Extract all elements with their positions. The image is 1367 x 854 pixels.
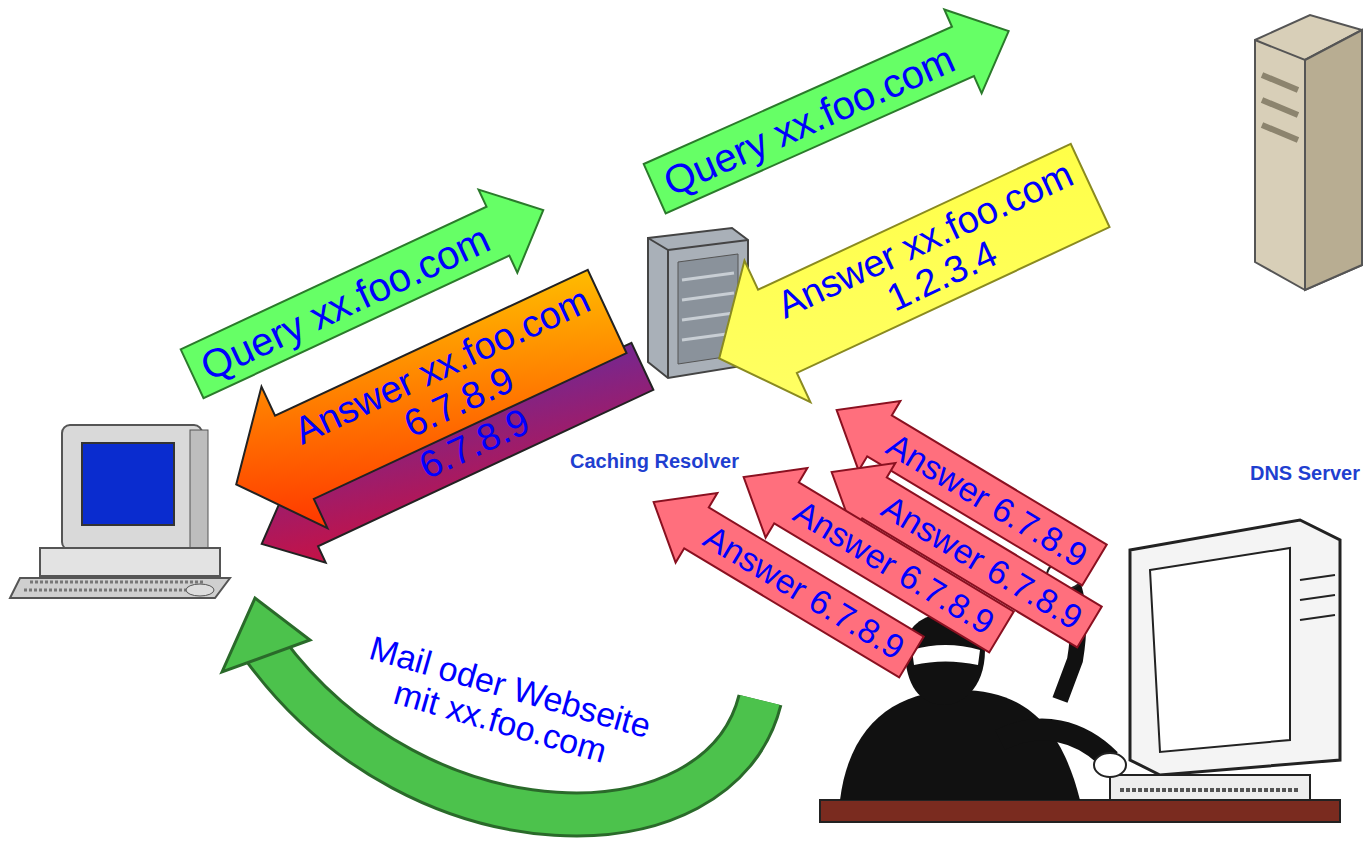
device-label: DNS Server	[1250, 462, 1360, 485]
arrow-outline	[632, 468, 932, 692]
arrow-label: Query xx.foo.com	[657, 37, 960, 203]
block-arrow: Query xx.foo.com	[644, 7, 1020, 214]
arrow-text: Answer xx.foo.com1.2.3.4	[772, 154, 1097, 362]
device-label: Caching Resolver	[570, 450, 739, 473]
client-computer	[10, 425, 230, 598]
arrow-text: Query xx.foo.com	[657, 37, 960, 203]
dns-server-tower	[1255, 15, 1362, 290]
arrow-outline	[687, 115, 1124, 429]
curved-arrow	[222, 598, 760, 814]
block-arrow: Answer xx.foo.com1.2.3.4	[700, 144, 1110, 400]
